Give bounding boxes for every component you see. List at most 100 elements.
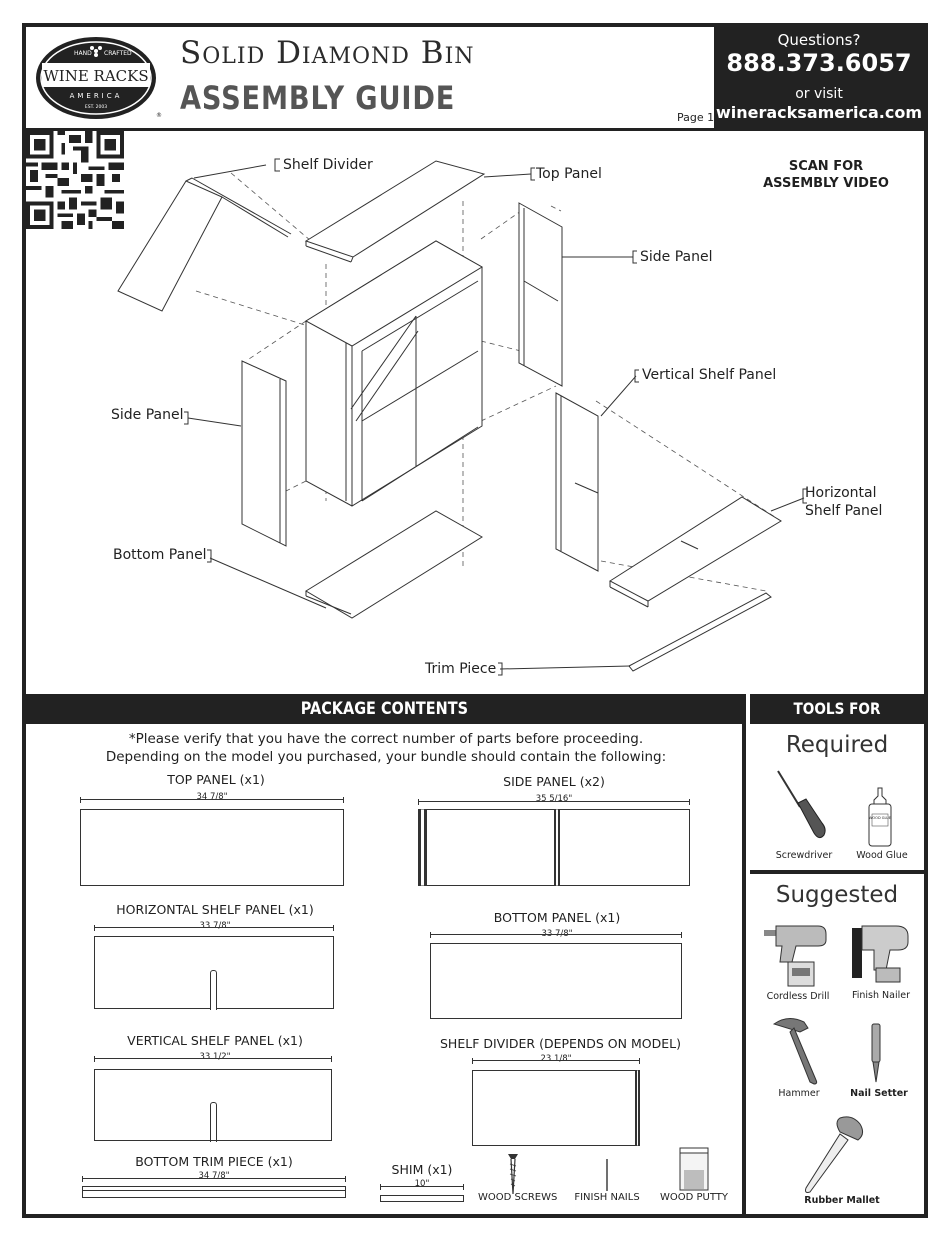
svg-text:WOOD GLUE: WOOD GLUE [869, 816, 891, 820]
package-contents: *Please verify that you have the correct… [26, 724, 746, 1218]
part-side-panel-drawing-1 [418, 809, 555, 886]
part-top-panel-drawing [80, 809, 344, 886]
nail-setter-icon [871, 1023, 881, 1083]
wood-putty-icon [679, 1147, 709, 1191]
tools-header: TOOLS FOR ASSEMBLY [750, 694, 924, 748]
part-vertical-shelf-drawing [94, 1069, 332, 1142]
svg-text:CRAFTED: CRAFTED [104, 50, 132, 57]
package-contents-header: PACKAGE CONTENTS [26, 694, 746, 724]
page-title: Solid Diamond Bin [180, 35, 475, 71]
part-side-panel-drawing-2 [554, 809, 690, 886]
part-top-panel-dim: 34 7/8" [196, 792, 228, 802]
part-bottom-trim-drawing [82, 1186, 346, 1198]
part-side-panel-dim: 35 5/16" [535, 794, 573, 804]
rubber-mallet-label: Rubber Mallet [804, 1195, 880, 1206]
label-bottom-panel: Bottom Panel [113, 547, 207, 563]
svg-text:EST. 2003: EST. 2003 [85, 104, 107, 110]
dimension-line [418, 799, 690, 805]
svg-text:HAND: HAND [74, 50, 92, 57]
dimension-line [80, 797, 344, 803]
scan-line-1: SCAN FOR [788, 159, 864, 174]
trim-line [83, 1190, 345, 1191]
required-title: Required [785, 732, 889, 758]
verify-line-2: Depending on the model you purchased, yo… [105, 749, 667, 765]
label-vertical-shelf-panel: Vertical Shelf Panel [642, 367, 777, 383]
label-shelf-divider: Shelf Divider [283, 157, 373, 173]
or-visit-label: or visit [795, 86, 843, 102]
header: HAND CRAFTED WINE RACKS AMERICA EST. 200… [26, 27, 924, 131]
svg-text:®: ® [156, 112, 162, 119]
dimension-line [94, 1056, 332, 1062]
part-bottom-trim-title: BOTTOM TRIM PIECE (x1) [135, 1154, 293, 1169]
wood-screw-icon [508, 1154, 518, 1195]
part-shim-drawing [380, 1195, 464, 1202]
hammer-label: Hammer [778, 1088, 820, 1099]
exploded-view-drawing [117, 158, 807, 676]
part-bottom-trim-dim: 34 7/8" [198, 1171, 230, 1181]
part-horizontal-shelf-drawing [94, 936, 334, 1010]
verify-line-1: *Please verify that you have the correct… [128, 731, 644, 747]
label-trim-piece: Trim Piece [425, 661, 497, 677]
slot [210, 1102, 217, 1142]
wine-racks-america-logo: HAND CRAFTED WINE RACKS AMERICA EST. 200… [36, 37, 162, 119]
wood-screws-label: WOOD SCREWS [478, 1192, 558, 1203]
required-tools: Required Screwdriver WOOD GLUE Wood Glue [750, 724, 924, 874]
part-vertical-shelf-title: VERTICAL SHELF PANEL (x1) [127, 1033, 303, 1048]
exploded-diagram: Shelf Divider Top Panel Side Panel Verti… [26, 131, 924, 694]
svg-text:WINE RACKS: WINE RACKS [43, 67, 148, 85]
page-number: Page 1 [677, 111, 715, 124]
part-horizontal-shelf-title: HORIZONTAL SHELF PANEL (x1) [116, 902, 314, 917]
screwdriver-label: Screwdriver [775, 850, 833, 861]
contact-box: Questions? 888.373.6057 or visit winerac… [714, 27, 924, 128]
svg-text:AMERICA: AMERICA [70, 92, 123, 100]
finish-nail-icon [606, 1159, 608, 1191]
nail-setter-label: Nail Setter [850, 1088, 908, 1099]
suggested-title: Suggested [775, 882, 899, 908]
part-shelf-divider-title: SHELF DIVIDER (DEPENDS ON MODEL) [440, 1036, 681, 1051]
qr-code-icon[interactable] [26, 131, 124, 229]
dimension-line [380, 1184, 464, 1190]
page-frame: HAND CRAFTED WINE RACKS AMERICA EST. 200… [22, 23, 928, 1218]
slot [210, 970, 217, 1010]
screwdriver-icon [777, 770, 826, 839]
cordless-drill-icon [764, 925, 827, 987]
label-side-panel-right: Side Panel [640, 249, 713, 265]
package-contents-title: PACKAGE CONTENTS [300, 699, 468, 719]
dimension-line [94, 925, 334, 931]
part-shim-dim: 10" [414, 1179, 430, 1189]
scan-line-2: ASSEMBLY VIDEO [763, 176, 889, 191]
part-side-panel-title: SIDE PANEL (x2) [503, 774, 605, 789]
page-subtitle: ASSEMBLY GUIDE [180, 79, 456, 117]
cordless-drill-label: Cordless Drill [766, 991, 830, 1002]
dimension-line [430, 932, 682, 938]
hammer-icon [772, 1018, 818, 1085]
dimension-line [472, 1058, 640, 1064]
wood-glue-icon: WOOD GLUE [868, 787, 892, 847]
phone-number[interactable]: 888.373.6057 [726, 49, 912, 77]
finish-nails-label: FINISH NAILS [574, 1192, 640, 1203]
label-horizontal-shelf-panel-1: Horizontal [805, 485, 877, 501]
part-top-panel-title: TOP PANEL (x1) [167, 772, 265, 787]
part-shelf-divider-dim: 23 1/8" [540, 1054, 572, 1064]
finish-nailer-label: Finish Nailer [851, 990, 911, 1001]
label-horizontal-shelf-panel-2: Shelf Panel [805, 503, 883, 519]
rubber-mallet-icon [805, 1116, 864, 1193]
part-bottom-panel-title: BOTTOM PANEL (x1) [493, 910, 621, 925]
scan-for-video: SCAN FOR ASSEMBLY VIDEO [761, 158, 891, 192]
part-vertical-shelf-dim: 33 1/2" [199, 1052, 231, 1062]
finish-nailer-icon [852, 925, 909, 983]
part-bottom-panel-drawing [430, 943, 682, 1019]
wood-glue-label: Wood Glue [856, 850, 908, 861]
website-link[interactable]: wineracksamerica.com [715, 103, 923, 122]
label-side-panel-left: Side Panel [111, 407, 184, 423]
wood-putty-label: WOOD PUTTY [659, 1192, 728, 1203]
dimension-line [82, 1176, 346, 1182]
part-horizontal-shelf-dim: 33 7/8" [199, 921, 231, 931]
label-top-panel: Top Panel [536, 166, 602, 182]
questions-label: Questions? [777, 31, 861, 49]
part-shim-title: SHIM (x1) [391, 1162, 453, 1177]
tools-title: TOOLS FOR ASSEMBLY [793, 699, 881, 748]
verify-note: *Please verify that you have the correct… [26, 730, 746, 766]
part-shelf-divider-drawing [472, 1070, 640, 1146]
tools-panel: Required Screwdriver WOOD GLUE Wood Glue… [750, 724, 924, 1218]
